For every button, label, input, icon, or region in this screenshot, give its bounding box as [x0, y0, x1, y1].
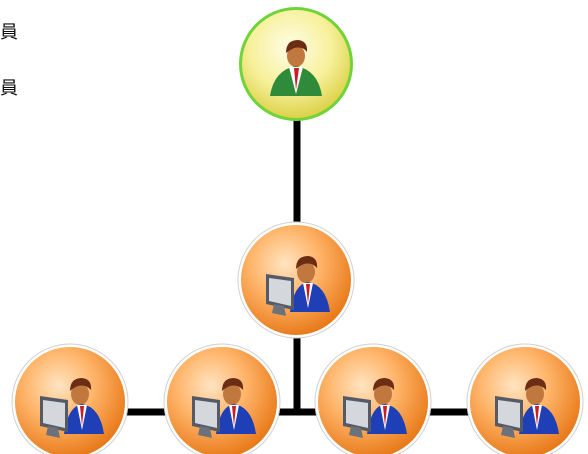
node-staff-2	[163, 343, 281, 454]
side-label-1: 員	[0, 22, 18, 43]
node-manager	[239, 7, 353, 121]
node-supervisor	[237, 221, 355, 339]
side-label-2: 員	[0, 78, 18, 99]
staff-circle	[318, 347, 428, 454]
node-staff-3	[314, 343, 432, 454]
staff-circle	[470, 347, 580, 454]
node-staff-1	[11, 343, 129, 454]
staff-circle	[167, 347, 277, 454]
node-staff-4	[466, 343, 584, 454]
staff-circle	[15, 347, 125, 454]
supervisor-circle	[241, 225, 351, 335]
